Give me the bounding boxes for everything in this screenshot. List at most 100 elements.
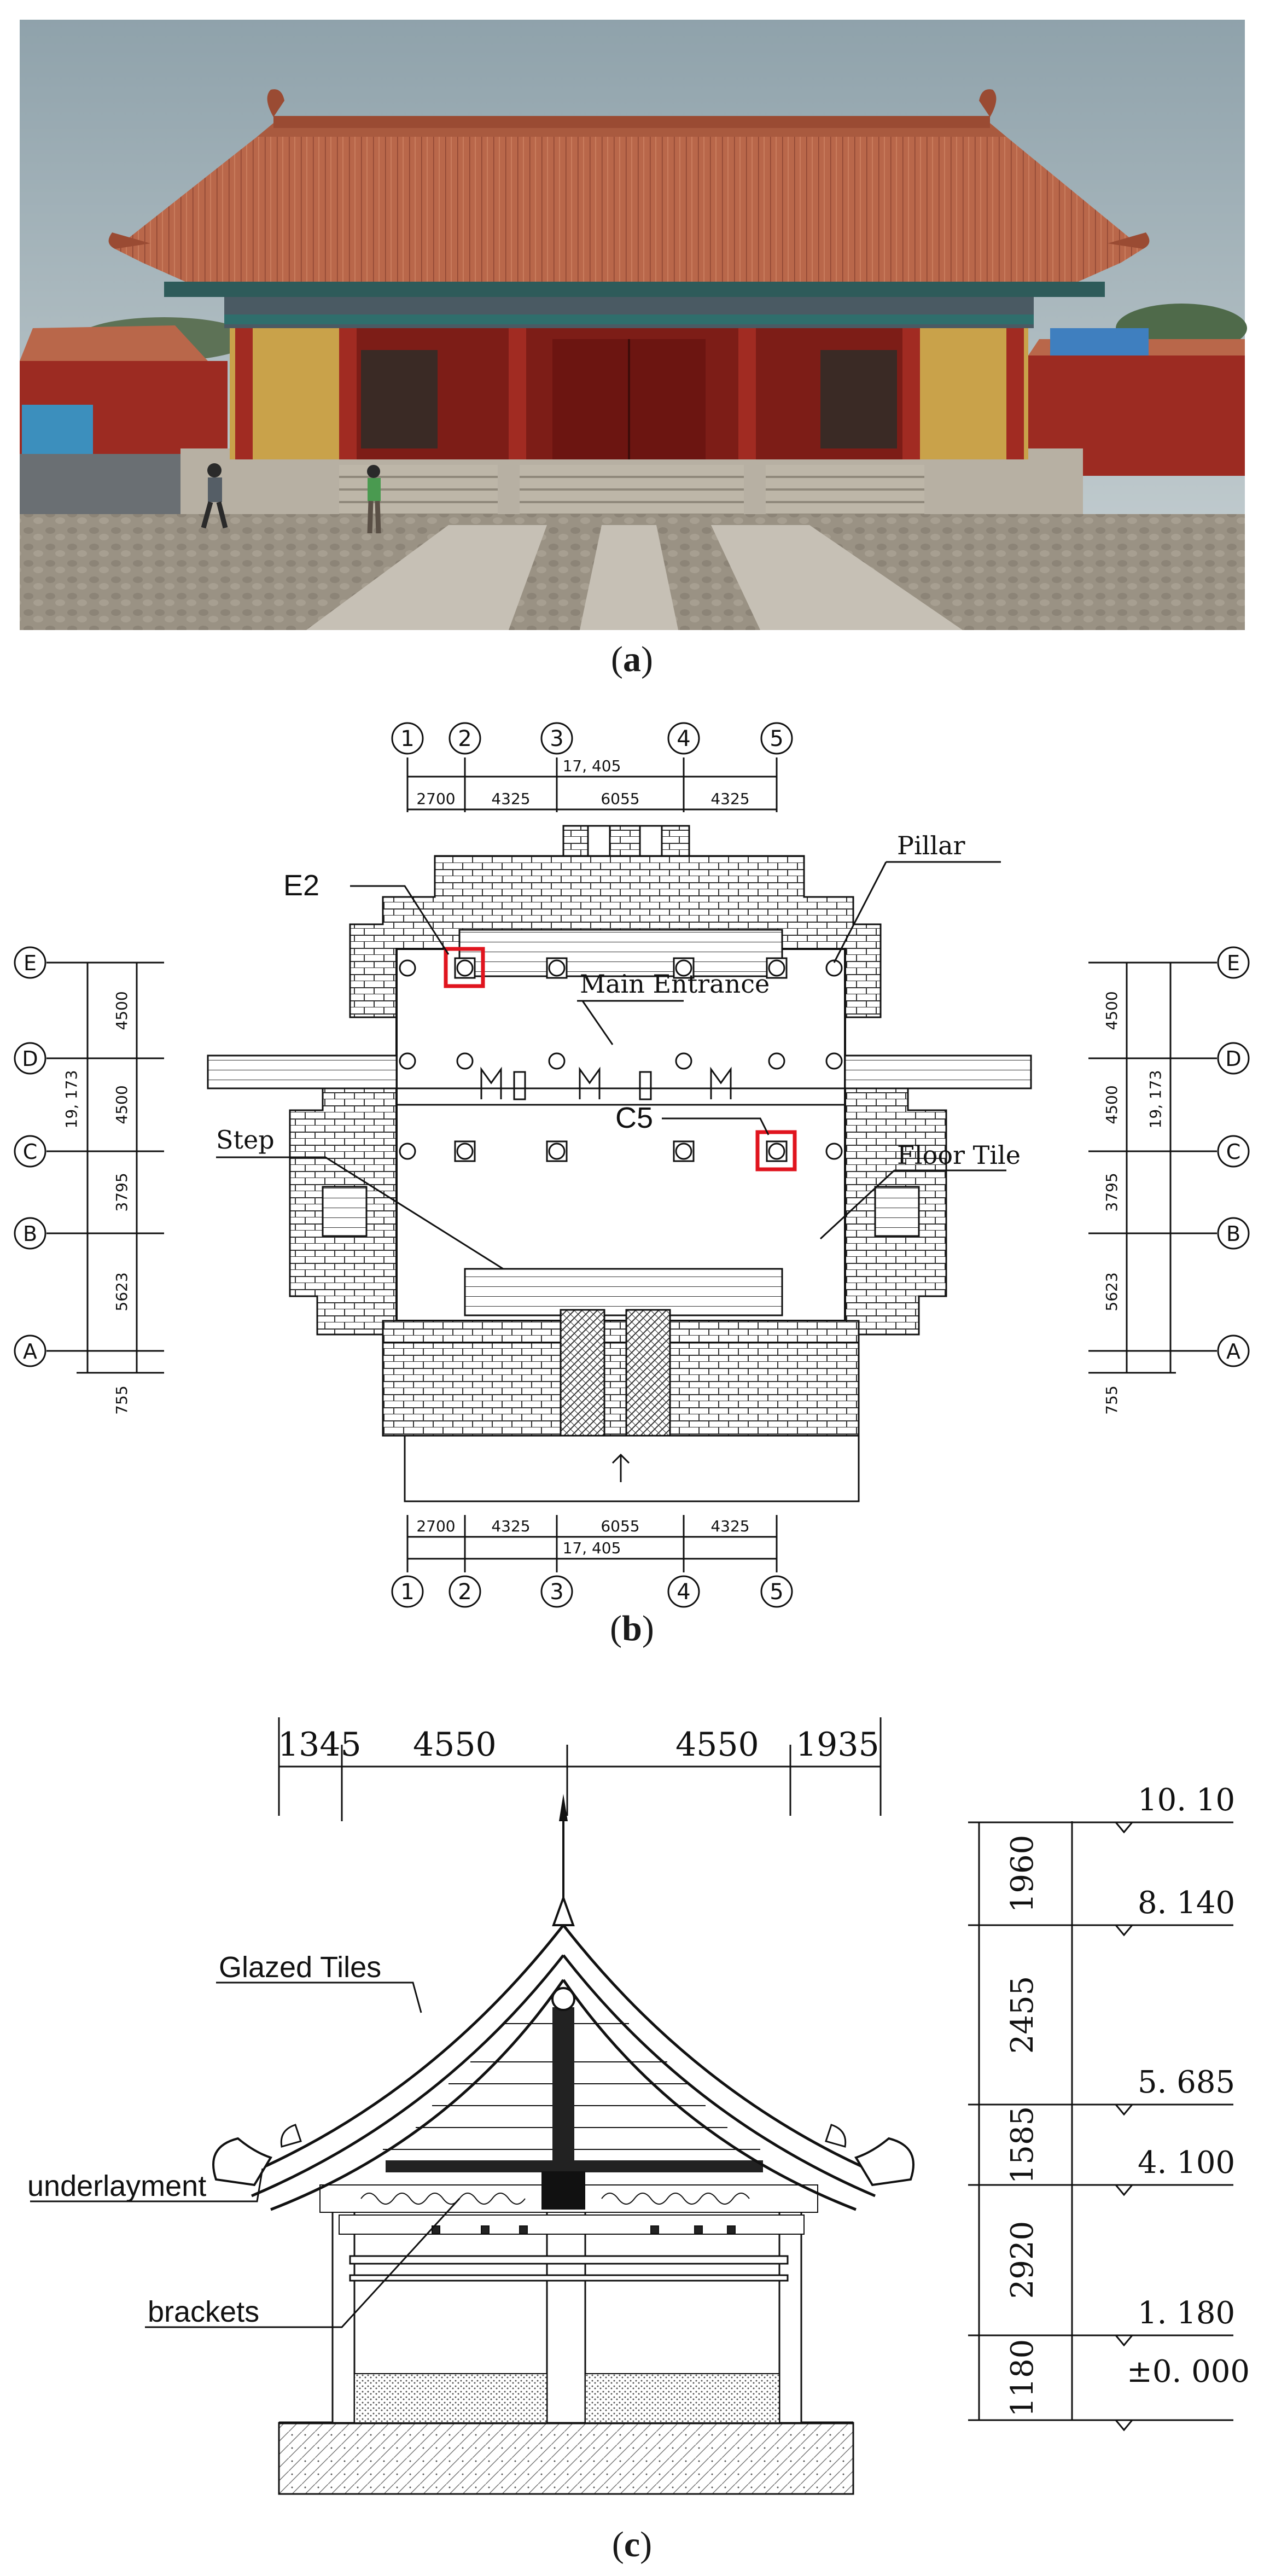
label-step: Step bbox=[216, 1125, 275, 1155]
ground-soil bbox=[278, 2422, 854, 2495]
left-axis-b: B bbox=[23, 1222, 37, 1246]
elevation-chain bbox=[968, 1821, 1233, 2421]
top-total-width: 17, 405 bbox=[563, 757, 621, 775]
label-glazed-tiles: Glazed Tiles bbox=[219, 1951, 381, 1984]
caption-b: (b) bbox=[610, 1608, 654, 1648]
bottom-total-width: 17, 405 bbox=[563, 1539, 621, 1557]
bottom-dimension-chain bbox=[406, 1515, 778, 1572]
right-axis-a: A bbox=[1226, 1339, 1240, 1363]
elevation-10-10: 10. 10 bbox=[1138, 1782, 1235, 1818]
right-axis-e: E bbox=[1227, 951, 1240, 975]
top-dim-bay-4: 4325 bbox=[710, 790, 749, 808]
bottom-axis-bubbles bbox=[391, 1575, 793, 1608]
label-e2: E2 bbox=[283, 869, 319, 902]
top-axis-5: 5 bbox=[770, 726, 783, 751]
left-dim-extra: 755 bbox=[113, 1385, 131, 1414]
left-dim-ed: 4500 bbox=[113, 991, 131, 1030]
section-dim-2: 4550 bbox=[413, 1726, 497, 1764]
height-dim-2920: 2920 bbox=[1005, 2221, 1040, 2299]
elevation-1-180: 1. 180 bbox=[1138, 2295, 1235, 2331]
height-dim-1180: 1180 bbox=[1005, 2339, 1040, 2417]
label-c5: C5 bbox=[615, 1101, 653, 1134]
left-axis-a: A bbox=[23, 1339, 37, 1363]
e2-highlight bbox=[444, 947, 485, 988]
hall-floor bbox=[395, 948, 846, 1322]
right-axis-c: C bbox=[1226, 1140, 1241, 1164]
left-dim-cb: 3795 bbox=[113, 1173, 131, 1211]
panel-a-photo: (a) bbox=[0, 0, 1264, 706]
left-total-depth: 19, 173 bbox=[62, 1070, 80, 1129]
gate-hall-photo bbox=[20, 20, 1247, 630]
label-main-entrance: Main Entrance bbox=[580, 969, 770, 999]
bottom-dim-bay-2: 4325 bbox=[491, 1517, 530, 1535]
bottom-axis-4: 4 bbox=[677, 1580, 690, 1605]
top-axis-2: 2 bbox=[458, 726, 471, 751]
elevation-markers bbox=[1114, 1821, 1134, 2432]
right-axis-b: B bbox=[1226, 1222, 1240, 1246]
label-brackets: brackets bbox=[148, 2295, 259, 2328]
left-axis-d: D bbox=[22, 1047, 38, 1071]
glazed-tile-roof bbox=[115, 137, 1143, 284]
right-dimension-chain bbox=[1088, 961, 1217, 1374]
right-total-depth: 19, 173 bbox=[1146, 1070, 1164, 1129]
right-dim-ed: 4500 bbox=[1103, 991, 1121, 1030]
left-dim-ba: 5623 bbox=[113, 1272, 131, 1311]
caption-c: (c) bbox=[611, 2525, 653, 2565]
right-dim-dc: 4500 bbox=[1103, 1085, 1121, 1124]
c5-highlight bbox=[755, 1130, 797, 1172]
elevation-0-000: ±0. 000 bbox=[1127, 2354, 1250, 2389]
right-dim-extra: 755 bbox=[1103, 1385, 1121, 1414]
left-dimension-chain bbox=[46, 961, 164, 1374]
bottom-dim-bay-4: 4325 bbox=[710, 1517, 749, 1535]
cross-section-drawing: 1345 4550 4550 1935 bbox=[27, 1717, 1250, 2495]
top-axis-3: 3 bbox=[550, 726, 563, 751]
label-floor-tile: Floor Tile bbox=[897, 1140, 1021, 1170]
height-dim-1585: 1585 bbox=[1005, 2106, 1040, 2184]
section-top-dimension-chain bbox=[278, 1717, 882, 1821]
label-underlayment: underlayment bbox=[27, 2170, 206, 2202]
right-axis-d: D bbox=[1225, 1047, 1241, 1071]
roof-ridge bbox=[273, 116, 990, 128]
bottom-axis-1: 1 bbox=[400, 1580, 414, 1605]
floor-plan-drawing: 1 2 3 4 5 17, 405 2700 4325 6055 4325 bbox=[14, 722, 1250, 1608]
top-axis-4: 4 bbox=[677, 726, 690, 751]
top-axis-1: 1 bbox=[400, 726, 414, 751]
plan-outline bbox=[207, 825, 1032, 1502]
height-dim-1960: 1960 bbox=[1005, 1835, 1040, 1913]
right-dim-cb: 3795 bbox=[1103, 1173, 1121, 1211]
top-axis-bubbles bbox=[391, 722, 793, 755]
elevation-5-685: 5. 685 bbox=[1138, 2065, 1235, 2100]
section-roof bbox=[235, 1924, 892, 2211]
door-leaves bbox=[480, 1066, 732, 1100]
section-dim-4: 1935 bbox=[796, 1726, 879, 1764]
front-step bbox=[464, 1268, 783, 1316]
top-dim-bay-1: 2700 bbox=[416, 790, 455, 808]
left-axis-bubbles bbox=[14, 946, 46, 1367]
panel-b-floor-plan: 1 2 3 4 5 17, 405 2700 4325 6055 4325 bbox=[0, 706, 1264, 1657]
section-dim-1: 1345 bbox=[278, 1726, 362, 1764]
right-dim-ba: 5623 bbox=[1103, 1272, 1121, 1311]
bottom-axis-5: 5 bbox=[770, 1580, 783, 1605]
top-dim-bay-3: 6055 bbox=[601, 790, 639, 808]
left-axis-c: C bbox=[23, 1140, 38, 1164]
visitors bbox=[201, 463, 381, 534]
elevation-4-100: 4. 100 bbox=[1138, 2145, 1235, 2181]
top-dim-bay-2: 4325 bbox=[491, 790, 530, 808]
section-columns bbox=[331, 2208, 802, 2424]
bottom-axis-3: 3 bbox=[550, 1580, 563, 1605]
left-dim-dc: 4500 bbox=[113, 1085, 131, 1124]
panel-c-section: 1345 4550 4550 1935 bbox=[0, 1657, 1264, 2576]
bottom-dim-bay-3: 6055 bbox=[601, 1517, 639, 1535]
king-post bbox=[552, 2007, 574, 2193]
height-dim-2455: 2455 bbox=[1005, 1976, 1040, 2054]
label-pillar: Pillar bbox=[897, 831, 965, 860]
section-dim-3: 4550 bbox=[675, 1726, 759, 1764]
pillar-grid bbox=[399, 957, 843, 1162]
bottom-dim-bay-1: 2700 bbox=[416, 1517, 455, 1535]
top-dimension-chain bbox=[406, 757, 778, 812]
right-axis-bubbles bbox=[1217, 946, 1250, 1367]
elevation-8-140: 8. 140 bbox=[1138, 1885, 1235, 1921]
left-axis-e: E bbox=[24, 951, 37, 975]
caption-a: (a) bbox=[611, 639, 653, 679]
bottom-axis-2: 2 bbox=[458, 1580, 471, 1605]
